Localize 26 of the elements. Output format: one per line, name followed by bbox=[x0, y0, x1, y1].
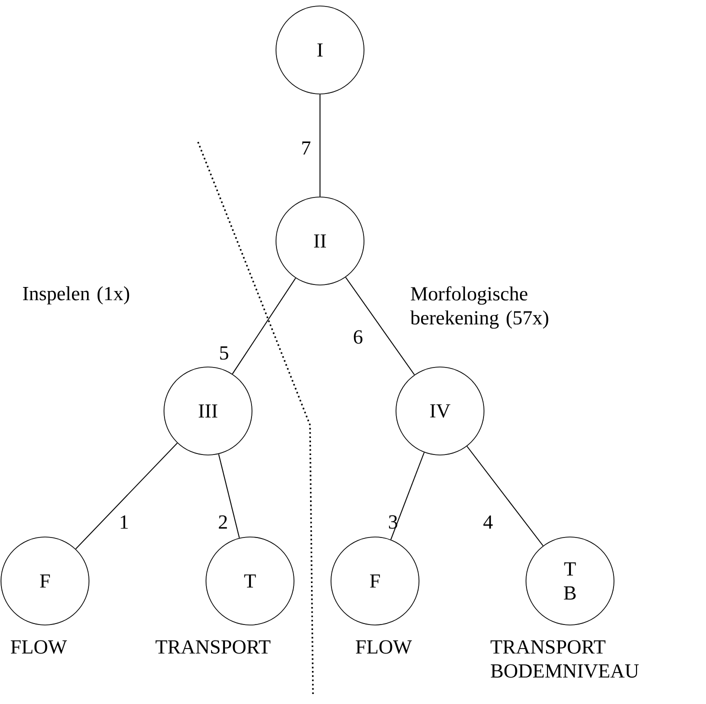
circle-node: T bbox=[206, 536, 294, 626]
annotation-text: Inspelen (1x) bbox=[23, 286, 130, 304]
circle-node: T B bbox=[526, 536, 614, 626]
connector-line bbox=[390, 452, 425, 540]
connector-line bbox=[345, 276, 415, 376]
connector-line bbox=[466, 446, 544, 546]
edge-label: 2 bbox=[218, 515, 227, 529]
edge-label: 5 bbox=[220, 346, 228, 360]
connector-line bbox=[218, 454, 240, 538]
circle-node: F bbox=[330, 536, 420, 626]
edge-label: 1 bbox=[120, 515, 128, 529]
annotation-text: Morfologische berekening (57x) bbox=[410, 286, 548, 329]
node-caption: TRANSPORT BODEMNIVEAU bbox=[490, 640, 639, 678]
edge-label: 7 bbox=[302, 141, 310, 155]
circle-node: IV bbox=[396, 366, 484, 456]
connector-line bbox=[75, 442, 178, 550]
circle-node: F bbox=[0, 536, 90, 626]
circle-node: III bbox=[164, 366, 252, 456]
node-caption: FLOW bbox=[356, 640, 412, 654]
circle-node: I bbox=[276, 6, 364, 94]
connector-line bbox=[232, 278, 296, 374]
node-caption: FLOW bbox=[10, 640, 67, 654]
edge-label: 4 bbox=[483, 515, 493, 529]
node-caption: TRANSPORT bbox=[156, 640, 270, 654]
circle-node: II bbox=[276, 196, 364, 286]
edge-label: 6 bbox=[354, 330, 362, 344]
